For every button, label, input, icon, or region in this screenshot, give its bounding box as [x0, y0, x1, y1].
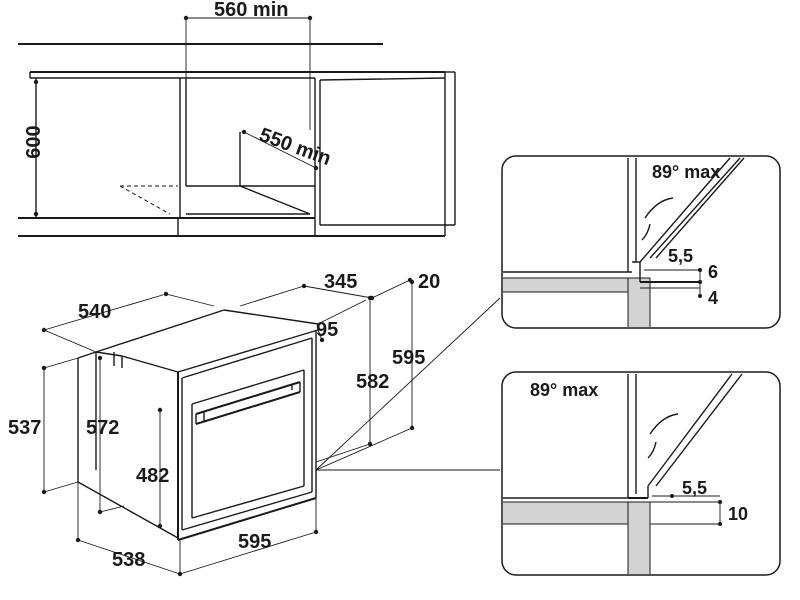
oven-body-height-label: 582 [356, 371, 389, 393]
detail-top-gap-label: 5,5 [668, 246, 693, 266]
oven-inner-height-label: 572 [86, 417, 119, 439]
oven-panel-offset-label: 95 [316, 319, 338, 341]
oven-side-height-label: 537 [8, 417, 41, 439]
oven-depth-label: 540 [78, 301, 111, 323]
oven-body-depth-label: 345 [324, 271, 357, 293]
niche-width-label: 560 min [214, 0, 288, 21]
oven-view [41, 277, 501, 577]
detail-top [501, 155, 781, 329]
detail-top-dim-b-label: 4 [708, 288, 718, 308]
oven-side-depth-label: 538 [112, 549, 145, 571]
detail-bottom-gap-label: 5,5 [682, 478, 707, 498]
niche-height-label: 600 [23, 125, 45, 158]
oven-door-height-label: 482 [136, 465, 169, 487]
oven-front-width-label: 595 [238, 531, 271, 553]
detail-bottom-dim-a-label: 10 [728, 504, 748, 524]
oven-front-offset-label: 20 [418, 271, 440, 293]
cabinet-niche-view [18, 15, 456, 237]
oven-front-height-label: 595 [392, 347, 425, 369]
detail-bottom-angle-label: 89° max [530, 380, 598, 400]
detail-bottom [501, 371, 781, 576]
detail-top-angle-label: 89° max [652, 162, 720, 182]
detail-top-dim-a-label: 6 [708, 262, 718, 282]
niche-depth-label: 550 min [256, 124, 334, 170]
